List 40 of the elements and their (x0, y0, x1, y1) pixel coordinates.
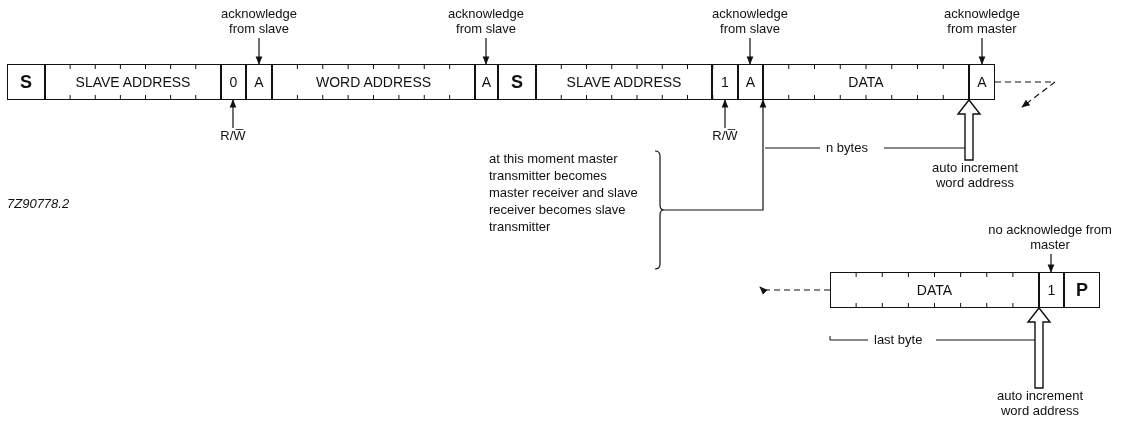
dimension-label: last byte (874, 332, 923, 347)
continuation-arrow (994, 81, 1057, 108)
frame-field: A (969, 64, 995, 100)
annotation-text: no acknowledge from master (985, 222, 1115, 254)
annotation-text: acknowledge from slave (441, 6, 531, 38)
arrow (721, 99, 729, 129)
frame-field: S (498, 64, 536, 100)
arrow (978, 37, 986, 65)
frame-field: 0 (221, 64, 246, 100)
hollow-arrow (956, 98, 982, 161)
frame-field: A (246, 64, 272, 100)
continuation-arrow (759, 286, 831, 295)
arrow (482, 37, 490, 65)
frame-field: A (475, 64, 498, 100)
arrow (1047, 253, 1055, 273)
arrow (229, 99, 237, 129)
frame-field: DATA (763, 64, 969, 100)
arrow (663, 99, 767, 211)
note-text: at this moment master transmitter becomes master receiver and slave receiver becomes slave transmitter (489, 150, 639, 235)
frame-field: 1 (712, 64, 738, 100)
arrow (255, 37, 263, 65)
annotation-text: R/W̅ (700, 128, 750, 146)
dimension-label: n bytes (826, 140, 868, 155)
frame-field: 1 (1039, 272, 1064, 308)
annotation-text: acknowledge from master (932, 6, 1032, 38)
arrow (746, 37, 754, 65)
frame-field: DATA (830, 272, 1039, 308)
hollow-arrow (1026, 306, 1052, 389)
frame-field: WORD ADDRESS (272, 64, 475, 100)
annotation-text: auto increment word address (925, 160, 1025, 192)
frame-field: P (1064, 272, 1100, 308)
frame-field: SLAVE ADDRESS (536, 64, 712, 100)
frame-field: SLAVE ADDRESS (45, 64, 221, 100)
annotation-text: acknowledge from slave (214, 6, 304, 38)
annotation-text: auto increment word address (990, 388, 1090, 420)
annotation-text: R/W̅ (208, 128, 258, 146)
frame-field: S (7, 64, 45, 100)
frame-field: A (738, 64, 763, 100)
drawing-number: 7Z90778.2 (7, 196, 70, 211)
annotation-text: acknowledge from slave (705, 6, 795, 38)
